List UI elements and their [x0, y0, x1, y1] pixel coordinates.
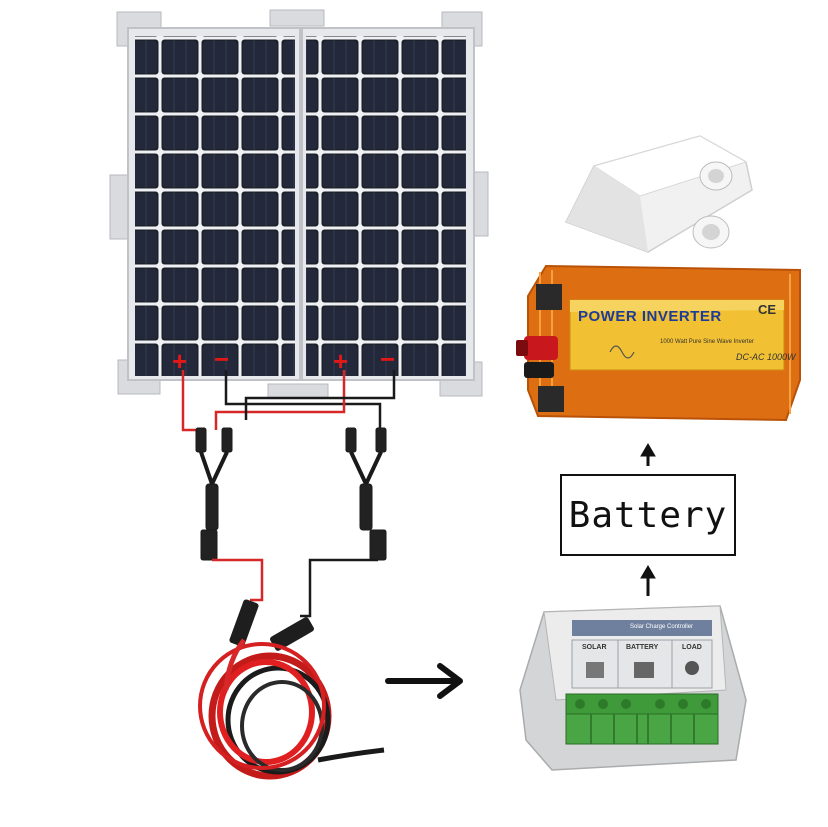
power-inverter	[516, 264, 801, 422]
inverter-rating: DC-AC 1000W	[736, 352, 796, 362]
panel-terminal-plus-1: +	[172, 346, 188, 376]
battery-label: Battery	[568, 494, 728, 536]
output-cables	[212, 558, 378, 618]
arrow-right-icon	[385, 663, 463, 699]
arrow-up-icon-lower	[640, 565, 656, 596]
controller-section-load: LOAD	[682, 644, 702, 651]
panel-terminal-minus-2: −	[380, 344, 396, 374]
mc4-connectors	[229, 599, 314, 651]
charge-controller	[519, 605, 747, 771]
cable-coil	[198, 638, 385, 780]
battery-box: Battery	[560, 474, 736, 556]
solar-panel-right	[301, 27, 475, 381]
inverter-ce-mark: CE	[758, 302, 777, 317]
inverter-subtitle: 1000 Watt Pure Sine Wave Inverter	[660, 339, 754, 345]
panel-terminal-plus-2: +	[333, 346, 349, 376]
panel-terminal-minus-1: −	[214, 344, 230, 374]
controller-section-solar: SOLAR	[582, 644, 607, 651]
y-branch-connectors	[195, 427, 387, 561]
controller-section-battery: BATTERY	[626, 644, 659, 651]
inverter-title: POWER INVERTER	[578, 308, 722, 325]
arrow-up-icon	[640, 443, 656, 466]
controller-title: Solar Charge Controller	[630, 624, 694, 630]
cable-entry-gland-box	[564, 135, 753, 253]
solar-panel-left	[127, 27, 301, 381]
